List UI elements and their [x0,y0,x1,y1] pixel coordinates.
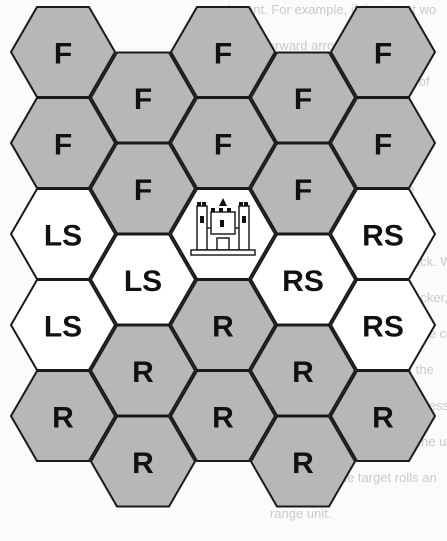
hex-label: F [374,129,392,162]
hex-label: F [54,38,72,71]
hex-label: F [214,38,232,71]
hex-label: R [212,311,234,344]
hex-label: RS [362,220,404,253]
hex-label: RS [362,311,404,344]
hex-label: F [134,174,152,207]
hex-label: F [134,83,152,116]
hex-label: RS [282,265,324,298]
hex-label: R [212,402,234,435]
hex-label: R [292,356,314,389]
hex-grid: F F F F F F F F F F LS RS LS RS LS R RS R R R R R R R [11,7,435,507]
hex-label: F [54,129,72,162]
hex-label: F [374,38,392,71]
hex-label: LS [44,311,82,344]
hex-label: R [292,447,314,480]
hex-label: F [214,129,232,162]
hex-label: F [294,174,312,207]
hex-label: R [132,447,154,480]
hex-label: R [132,356,154,389]
hex-label: R [52,402,74,435]
hex-label: R [372,402,394,435]
background-text-line: range unit. [270,506,331,521]
hex-label: LS [124,265,162,298]
hex-label: F [294,83,312,116]
hex-label: LS [44,220,82,253]
